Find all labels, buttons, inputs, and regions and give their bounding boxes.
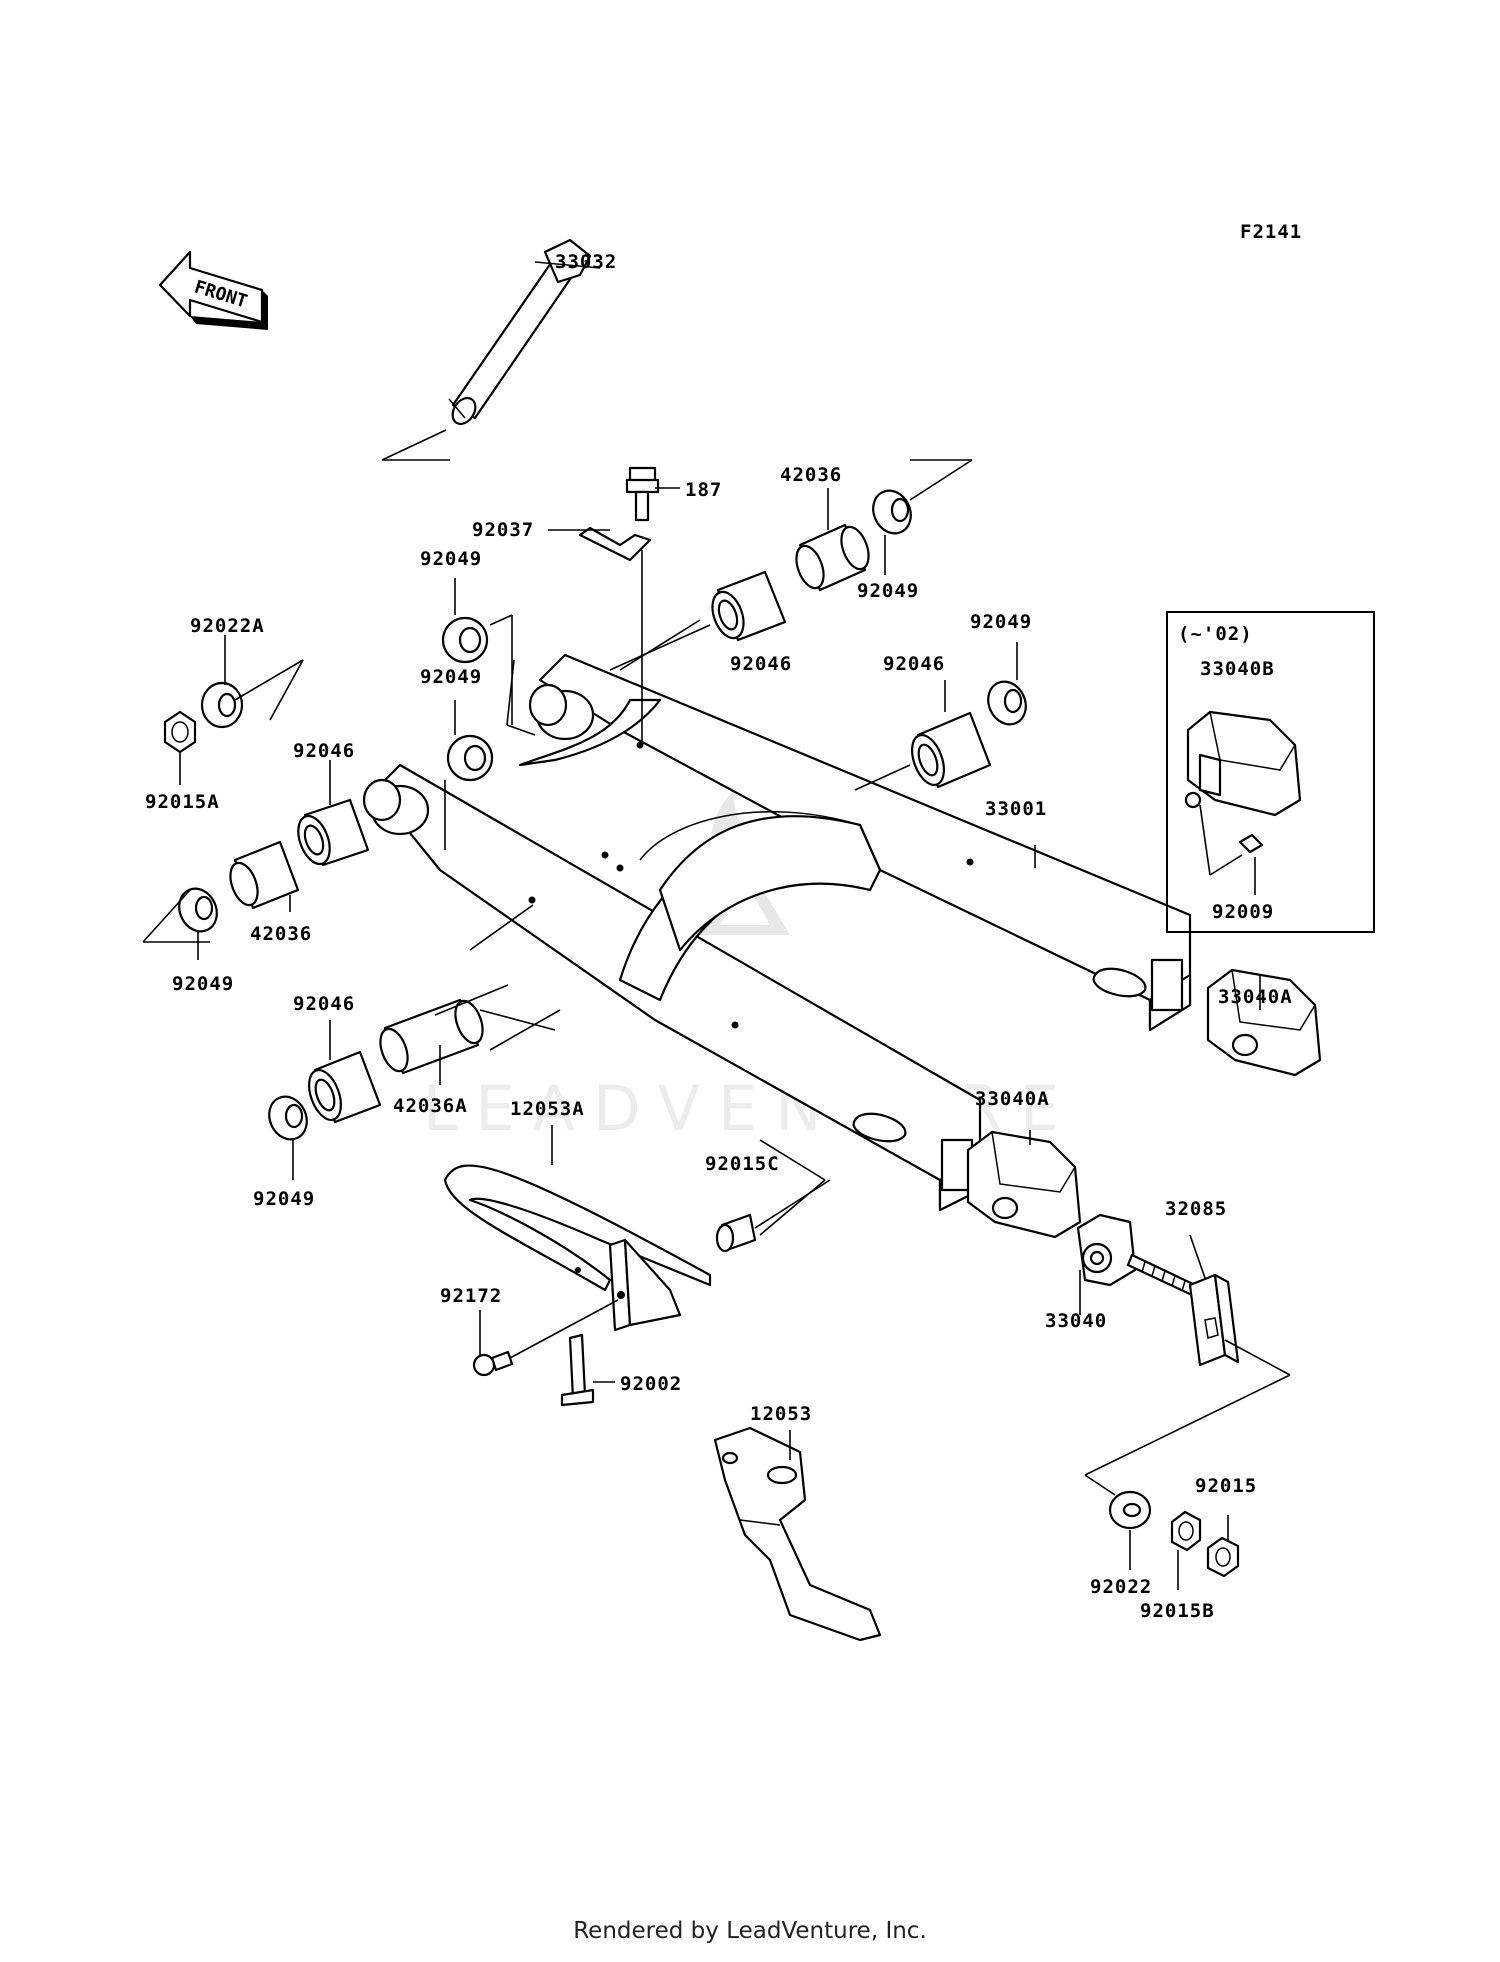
- collar-92015C: [715, 1179, 831, 1253]
- label-92037[interactable]: 92037: [472, 519, 534, 541]
- part-labels: 33032 187 42036 92037 92049 92049 92049 …: [145, 251, 1293, 1622]
- sleeve-42036-top: [795, 523, 870, 592]
- sleeve-42036A: [379, 998, 484, 1075]
- label-12053A[interactable]: 12053A: [510, 1098, 585, 1120]
- label-92046-c[interactable]: 92046: [883, 653, 945, 675]
- bearing-92046-right: [911, 711, 992, 789]
- bushing-92049-a: [441, 616, 489, 664]
- chain-adjuster-33040A-mid: [966, 1130, 1082, 1239]
- label-33040A-a[interactable]: 33040A: [1218, 986, 1293, 1008]
- clip-92037: [548, 526, 652, 562]
- label-92049-e[interactable]: 92049: [172, 973, 234, 995]
- label-92049-f[interactable]: 92049: [253, 1188, 315, 1210]
- adjuster-bolt-33040: [1076, 1213, 1197, 1297]
- label-32085[interactable]: 32085: [1165, 1198, 1227, 1220]
- bushing-92049-lower: [268, 1095, 308, 1141]
- bushing-92049-left: [178, 887, 218, 933]
- label-92049-d[interactable]: 92049: [970, 611, 1032, 633]
- diagram-code: F2141: [1240, 221, 1302, 243]
- label-92015A[interactable]: 92015A: [145, 791, 220, 813]
- bolt-187: [625, 466, 680, 522]
- label-92049-a[interactable]: 92049: [420, 548, 482, 570]
- label-33001[interactable]: 33001: [985, 798, 1047, 820]
- label-92046-a[interactable]: 92046: [293, 740, 355, 762]
- washer-92022: [1108, 1490, 1152, 1530]
- label-92046-b[interactable]: 92046: [730, 653, 792, 675]
- footer-credit: Rendered by LeadVenture, Inc.: [573, 1918, 927, 1944]
- washer-92022A: [200, 681, 244, 729]
- screw-92172: [472, 1299, 619, 1377]
- bearing-92046-left: [297, 798, 370, 867]
- label-92015[interactable]: 92015: [1195, 1475, 1257, 1497]
- inset-label: (~'02): [1178, 623, 1253, 645]
- label-92022A[interactable]: 92022A: [190, 615, 265, 637]
- bolt-92002: [560, 1333, 615, 1407]
- label-92049-b[interactable]: 92049: [420, 666, 482, 688]
- inset-box: (~'02): [1166, 611, 1375, 933]
- bearing-92046-upper: [711, 570, 787, 642]
- nut-92015: [1206, 1536, 1240, 1578]
- nut-92015B: [1170, 1510, 1202, 1552]
- bushing-92049-b: [446, 734, 494, 782]
- chain-slider-12053A: [443, 1164, 712, 1332]
- label-12053[interactable]: 12053: [750, 1403, 812, 1425]
- label-92172[interactable]: 92172: [440, 1285, 502, 1307]
- label-33032[interactable]: 33032: [555, 251, 617, 273]
- front-arrow-icon: FRONT: [158, 250, 268, 330]
- label-42036-top[interactable]: 42036: [780, 464, 842, 486]
- label-33040B[interactable]: 33040B: [1200, 658, 1275, 680]
- label-92015C[interactable]: 92015C: [705, 1153, 780, 1175]
- slider-32085: [1188, 1273, 1240, 1367]
- sleeve-42036: [229, 840, 300, 910]
- label-33040[interactable]: 33040: [1045, 1310, 1107, 1332]
- label-92046-d[interactable]: 92046: [293, 993, 355, 1015]
- label-92002[interactable]: 92002: [620, 1373, 682, 1395]
- swingarm: [362, 653, 1192, 1212]
- chain-adjuster-33040A-right: [1206, 968, 1322, 1077]
- chain-guard-12053: [713, 1426, 882, 1642]
- bushing-92049-top-right: [872, 489, 912, 535]
- pivot-shaft: [448, 238, 601, 426]
- nut-92015A: [163, 710, 197, 754]
- label-92049-c[interactable]: 92049: [857, 580, 919, 602]
- label-187[interactable]: 187: [685, 479, 722, 501]
- label-92022[interactable]: 92022: [1090, 1576, 1152, 1598]
- bushing-92049-right: [987, 680, 1027, 726]
- label-42036A[interactable]: 42036A: [393, 1095, 468, 1117]
- label-92015B[interactable]: 92015B: [1140, 1600, 1215, 1622]
- bearing-92046-lower: [308, 1050, 382, 1124]
- label-33040A-b[interactable]: 33040A: [975, 1088, 1050, 1110]
- label-92009[interactable]: 92009: [1212, 901, 1274, 923]
- label-42036[interactable]: 42036: [250, 923, 312, 945]
